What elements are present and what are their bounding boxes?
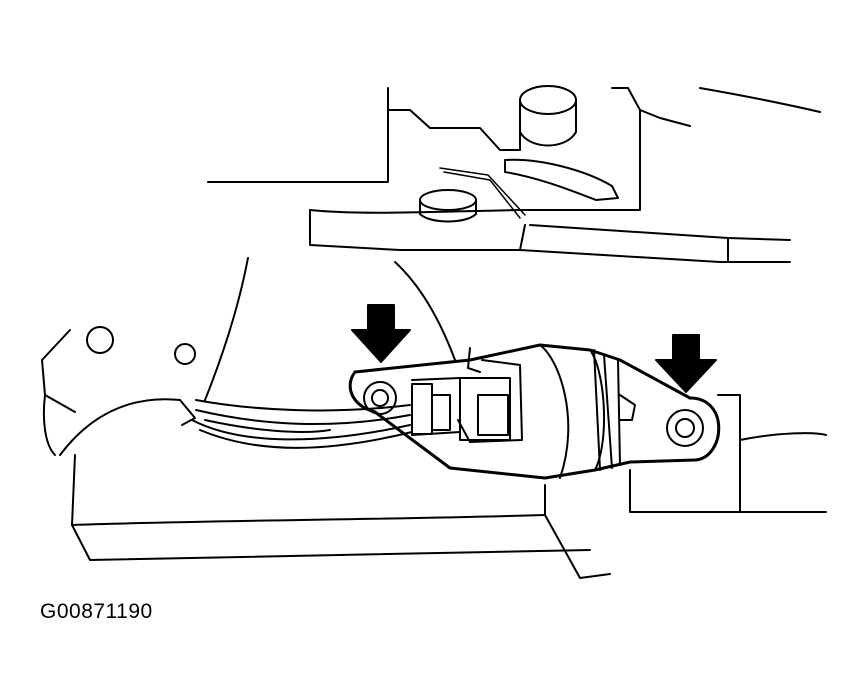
engine-housing xyxy=(41,257,827,579)
sensor-assembly xyxy=(348,343,721,480)
upper-structure xyxy=(207,85,821,263)
figure-id-label: G00871190 xyxy=(40,600,153,623)
wire-harness xyxy=(59,398,413,456)
down-arrow-icon xyxy=(655,334,717,393)
down-arrow-icon xyxy=(351,304,411,363)
